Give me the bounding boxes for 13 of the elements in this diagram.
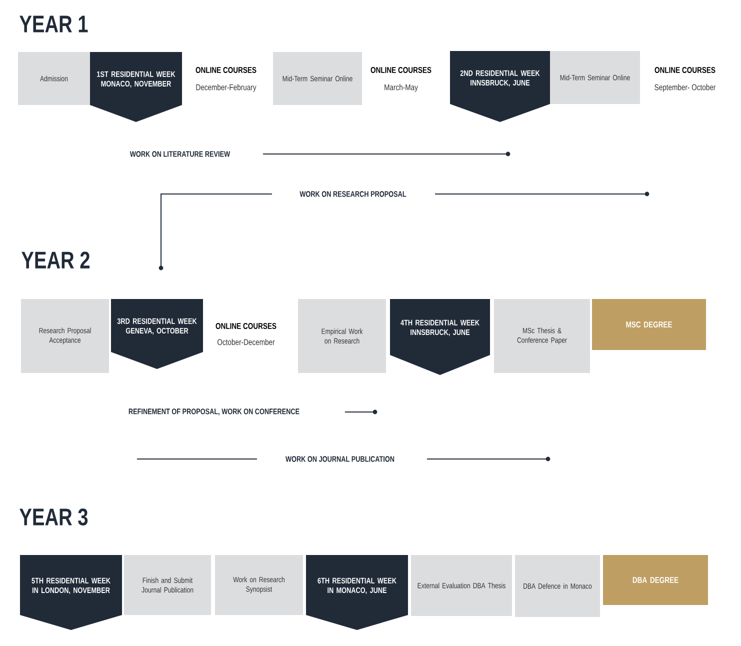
course-heading: ONLINE COURSES: [654, 67, 716, 73]
course-dates: October-December: [218, 338, 275, 346]
degree-box: DBA DEGREE: [603, 555, 708, 605]
course-heading: ONLINE COURSES: [196, 67, 256, 73]
course-heading: ONLINE COURSES: [216, 323, 276, 329]
year-heading: YEAR 3: [20, 508, 88, 526]
course-dates: March-May: [384, 84, 418, 92]
course-heading: ONLINE COURSES: [370, 67, 432, 73]
course-dates: September- October: [654, 84, 716, 92]
year-heading: YEAR 2: [22, 252, 90, 268]
course-dates: December-February: [196, 84, 256, 92]
degree-box: MSC DEGREE: [592, 299, 706, 350]
year-heading: YEAR 1: [20, 16, 88, 32]
